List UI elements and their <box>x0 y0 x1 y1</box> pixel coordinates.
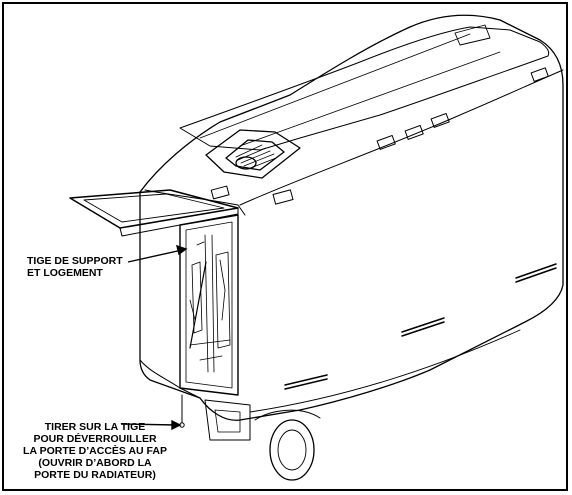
lower-tank-inner <box>277 429 307 471</box>
support-rod <box>189 261 207 349</box>
roof-ridge <box>199 33 471 139</box>
pull-rod-callout-line-1: TIRER SUR LA TIGE <box>44 421 146 433</box>
lower-front <box>139 359 201 399</box>
support-rod-callout-line-2: ET LOGEMENT <box>27 267 103 279</box>
support-rod-arrowhead <box>176 244 188 256</box>
pull-rod-callout: TIRER SUR LA TIGE POUR DÉVERROUILLER LA … <box>6 421 184 481</box>
door-opening <box>179 214 239 396</box>
roof-panel <box>179 26 550 151</box>
access-door-edge <box>119 207 239 237</box>
bottom-skirt <box>249 329 521 413</box>
support-rod-callout-line-1: TIGE DE SUPPORT <box>27 255 123 267</box>
lower-bracket <box>204 399 251 441</box>
internal-parts <box>189 234 231 373</box>
pull-rod-callout-line-4: (OUVRIR D’ABORD LA <box>38 457 152 469</box>
lower-bracket-detail <box>214 409 241 433</box>
lower-tank <box>269 419 315 481</box>
exhaust-hood <box>205 129 301 179</box>
housing-outline <box>139 14 564 421</box>
latches <box>210 67 549 205</box>
exhaust-cap <box>235 156 257 170</box>
front-shoulder <box>144 189 246 216</box>
pull-rod-callout-line-2: POUR DÉVERROUILLER <box>33 433 157 445</box>
support-rod-callout: TIGE DE SUPPORT ET LOGEMENT <box>27 255 123 279</box>
side-louvers <box>284 263 557 390</box>
roof-ridge-2 <box>239 51 501 147</box>
pull-rod-callout-line-5: PORTE DU RADIATEUR) <box>34 469 156 481</box>
exhaust-inner <box>225 139 285 171</box>
access-door-inner <box>83 193 225 223</box>
side-shoulder <box>239 69 564 206</box>
support-rod-leader <box>127 249 183 263</box>
pull-rod-leader <box>120 423 177 426</box>
lower-hose <box>254 409 321 421</box>
figure-frame <box>2 2 568 491</box>
pull-rod-callout-line-3: LA PORTE D’ACCÈS AU FAP <box>23 445 167 457</box>
pull-rod-arrowhead <box>171 419 182 431</box>
top-vent <box>454 24 491 46</box>
door-opening-inner <box>185 221 233 389</box>
